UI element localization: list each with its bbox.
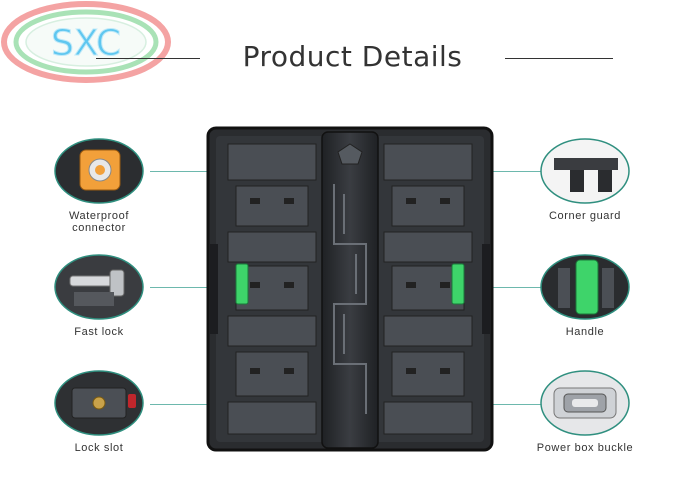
label-handle-text: Handle — [565, 326, 605, 338]
label-lock-slot-text: Lock slot — [74, 442, 124, 454]
label-waterproof-line1: Waterproof — [68, 210, 129, 222]
label-fast-lock-text: Fast lock — [74, 326, 124, 338]
label-handle: Handle — [515, 326, 655, 338]
connector-line-fast-lock — [150, 287, 240, 288]
label-corner-guard-text: Corner guard — [548, 210, 621, 222]
connector-line-corner-guard — [465, 171, 550, 172]
led-cabinet-image — [206, 126, 494, 452]
handle-image — [540, 254, 630, 320]
corner-guard-image — [540, 138, 630, 204]
logo-text: SXC — [51, 23, 121, 64]
label-power-box-buckle: Power box buckle — [515, 442, 655, 454]
label-corner-guard: Corner guard — [515, 210, 655, 222]
connector-line-lock-slot — [150, 404, 230, 405]
sxc-logo: SXC — [1, 1, 171, 83]
page-title: Product Details — [242, 40, 463, 73]
waterproof-connector-image — [54, 138, 144, 204]
lock-slot-image — [54, 370, 144, 436]
label-lock-slot: Lock slot — [29, 442, 169, 454]
heading-rule-right — [505, 58, 613, 59]
heading-rule-left — [96, 58, 200, 59]
label-waterproof-line2: connector — [72, 222, 126, 234]
label-waterproof-connector: Waterproof connector — [29, 210, 169, 234]
power-box-buckle-image — [540, 370, 630, 436]
fast-lock-image — [54, 254, 144, 320]
label-fast-lock: Fast lock — [29, 326, 169, 338]
section-heading: Product Details — [0, 36, 700, 80]
connector-line-power-box — [470, 404, 550, 405]
label-power-box-text: Power box buckle — [536, 442, 634, 454]
connector-line-handle — [465, 287, 550, 288]
connector-line-waterproof — [150, 171, 240, 172]
